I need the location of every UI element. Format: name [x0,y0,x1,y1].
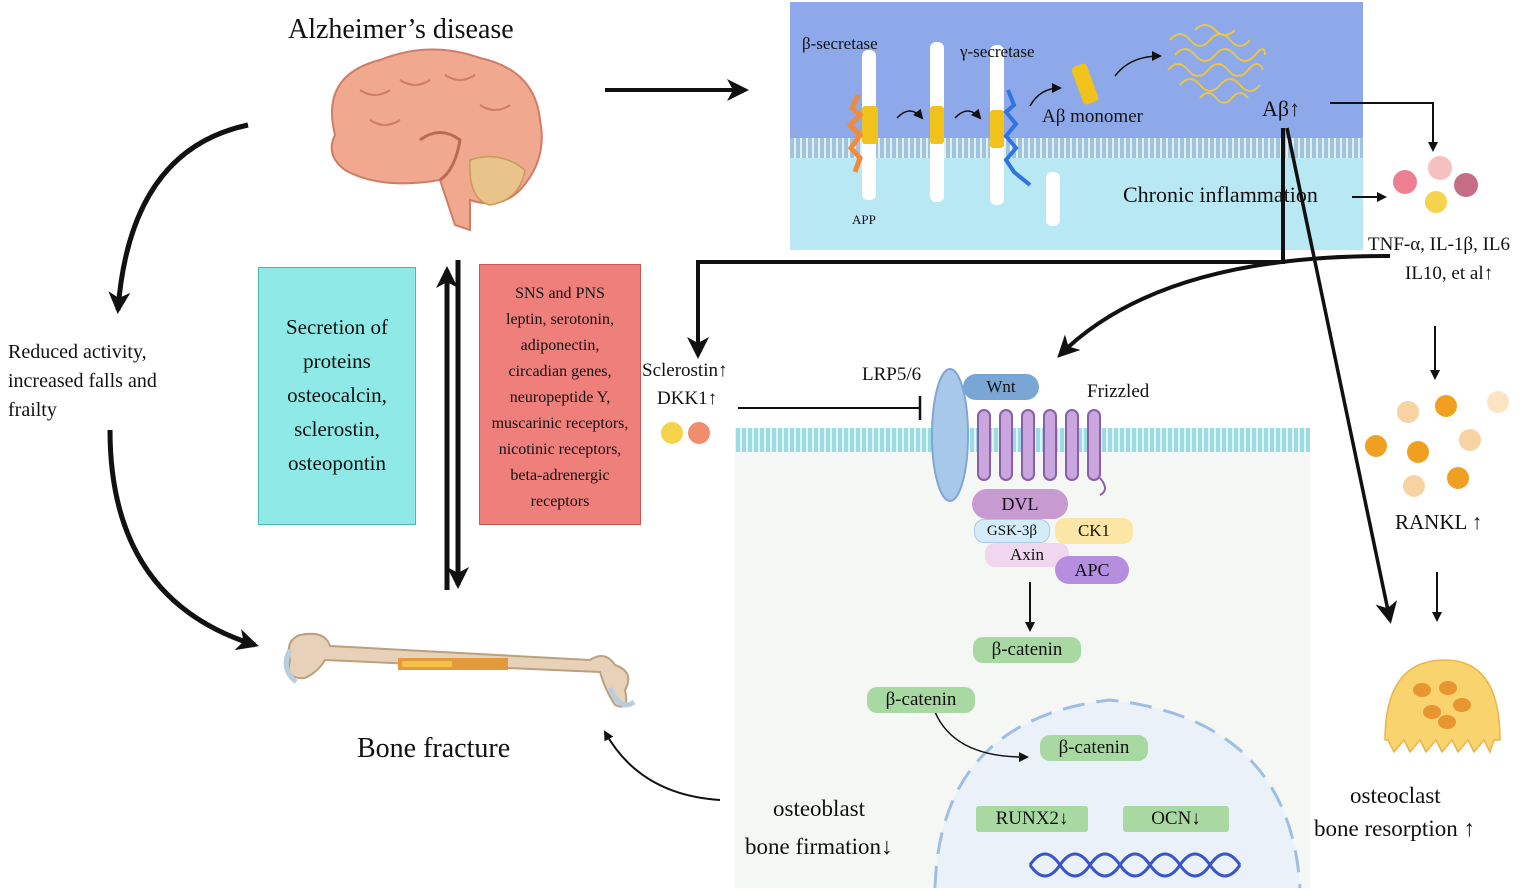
runx2-gene: RUNX2↓ [976,806,1088,832]
beta-catenin-cytoplasm: β-catenin [973,637,1081,663]
apc-protein: APC [1055,556,1129,584]
nucleus [933,698,1302,889]
beta-secretase-label: β-secretase [802,34,878,53]
nervous-factors-box: SNS and PNS leptin, serotonin, adiponect… [479,264,641,525]
beta-catenin-free: β-catenin [867,687,975,713]
bone-formation-label: bone firmation↓ [745,834,893,859]
gsk3b-protein: GSK-3β [974,519,1050,543]
nervous-line: neuropeptide Y, [509,389,611,406]
abeta-aggregate [1167,24,1266,104]
axin-protein: Axin [985,543,1069,567]
reduced-activity-line: Reduced activity, [8,341,147,363]
secretion-line: osteopontin [288,451,386,475]
lrp-label: LRP5/6 [862,364,922,385]
arrows [107,79,1442,801]
chronic-inflammation-label: Chronic inflammation [1123,182,1318,207]
nervous-line: circadian genes, [508,363,612,380]
sclerostin-dots [661,422,710,444]
frizzled-label: Frizzled [1087,381,1150,402]
cytokines-label-line2: IL10, et al↑ [1405,263,1494,284]
ck1-protein: CK1 [1055,518,1133,544]
rankl-dots [1365,391,1509,497]
osteoclast-icon [1384,659,1501,754]
reduced-activity-line: frailty [8,399,57,421]
reduced-activity-text: Reduced activity, increased falls and fr… [8,338,157,425]
secretion-line: proteins [303,349,371,373]
beta-secretase-enzyme [846,93,864,173]
nervous-line: muscarinic receptors, [491,415,629,432]
app-processing-panel [790,2,1363,250]
cytokine-dots [1393,156,1478,213]
reduced-activity-line: increased falls and [8,370,157,392]
frizzled-receptor [977,409,1106,496]
beta-catenin-nucleus: β-catenin [1040,735,1148,761]
gamma-secretase-label: γ-secretase [960,42,1035,61]
brain-icon [330,48,543,232]
abeta-increase-label: Aβ↑ [1262,96,1301,121]
nervous-line: receptors [530,493,590,510]
secretion-line: Secretion of [285,315,389,339]
cytokines-label-line1: TNF-α, IL-1β, IL6 [1368,234,1511,255]
osteoclast-label: osteoclast [1350,783,1441,808]
rankl-label: RANKL ↑ [1395,510,1483,534]
dkk1-label: DKK1↑ [657,388,718,409]
nervous-line: leptin, serotonin, [506,311,614,328]
dvl-protein: DVL [972,489,1068,519]
bone-icon [283,632,636,708]
alzheimers-title: Alzheimer’s disease [288,14,514,45]
lrp-receptor [931,368,969,502]
secretion-line: sclerostin, [294,417,380,441]
abeta-monomer-label: Aβ monomer [1042,106,1143,127]
bone-fracture-title: Bone fracture [357,733,511,764]
sclerostin-label: Sclerostin↑ [642,360,728,381]
nervous-line: SNS and PNS [515,285,605,302]
ocn-gene: OCN↓ [1123,806,1229,832]
osteoblast-label: osteoblast [773,796,865,821]
secretion-line: osteocalcin, [287,383,387,407]
nervous-line: beta-adrenergic [510,467,610,484]
wnt-ligand: Wnt [963,374,1039,400]
abeta-monomer [1071,63,1099,105]
bone-resorption-label: bone resorption ↑ [1314,816,1475,841]
app-label: APP [852,212,876,227]
secretion-proteins-box: Secretion of proteins osteocalcin, scler… [258,267,416,525]
nervous-line: nicotinic receptors, [498,441,622,458]
gamma-secretase-enzyme [1003,89,1032,187]
nervous-line: adiponectin, [520,337,600,354]
dna-helix-icon [1028,852,1242,878]
